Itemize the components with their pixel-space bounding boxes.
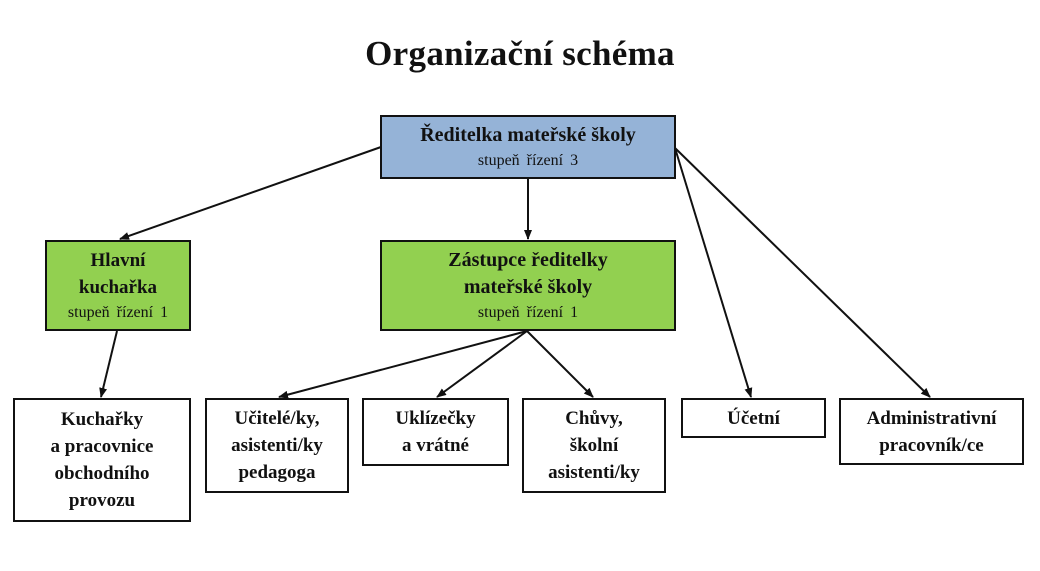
node-teachers: Učitelé/ky, asistenti/ky pedagoga	[205, 398, 349, 493]
node-nannies: Chůvy, školní asistenti/ky	[522, 398, 666, 493]
node-accountant-name: Účetní	[727, 407, 780, 429]
node-accountant: Účetní	[681, 398, 826, 438]
edge-head-cook-cooks	[99, 330, 118, 398]
node-cleaners: Uklízečky a vrátné	[362, 398, 509, 466]
node-admin: Administrativní pracovník/ce	[839, 398, 1024, 465]
page-title: Organizační schéma	[365, 34, 675, 73]
node-nannies-name: Chůvy, školní asistenti/ky	[548, 408, 640, 483]
node-deputy-level: stupeň řízení 1	[477, 304, 579, 321]
node-cleaners-name: Uklízečky a vrátné	[395, 408, 476, 456]
node-head-cook: Hlavní kuchařka stupeň řízení 1	[45, 240, 191, 331]
edge-deputy-cleaners	[436, 330, 528, 398]
edge-director-accountant	[674, 147, 753, 398]
edge-deputy-nannies	[526, 330, 594, 398]
node-deputy-name: Zástupce ředitelky mateřské školy	[448, 249, 608, 298]
node-cooks: Kuchařky a pracovnice obchodního provozu	[13, 398, 191, 522]
edge-director-head-cook	[119, 146, 382, 240]
node-director: Ředitelka mateřské školy stupeň řízení 3	[380, 115, 676, 179]
node-director-name: Ředitelka mateřské školy	[420, 124, 636, 146]
node-deputy: Zástupce ředitelky mateřské školy stupeň…	[380, 240, 676, 331]
node-teachers-name: Učitelé/ky, asistenti/ky pedagoga	[231, 408, 323, 483]
edge-deputy-teachers	[278, 330, 528, 399]
edge-director-admin	[674, 147, 931, 398]
node-head-cook-name: Hlavní kuchařka	[78, 250, 158, 298]
node-admin-name: Administrativní pracovník/ce	[866, 407, 997, 456]
node-cooks-name: Kuchařky a pracovnice obchodního provozu	[50, 409, 154, 511]
node-head-cook-level: stupeň řízení 1	[67, 304, 169, 321]
node-director-level: stupeň řízení 3	[477, 152, 579, 169]
